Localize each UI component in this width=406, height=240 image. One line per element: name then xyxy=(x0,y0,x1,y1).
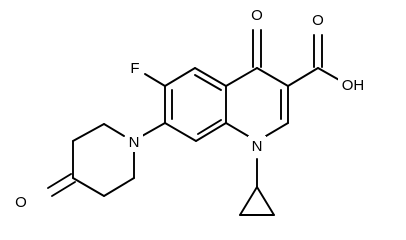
piperidone-oxygen-label: O xyxy=(15,194,27,211)
bond-carbonyl-lower xyxy=(72,177,105,197)
acid-oxygen-label-bg xyxy=(309,10,327,30)
ketone-oxygen-label: O xyxy=(251,7,263,24)
atom-labels: F O O OH N N O xyxy=(12,6,370,212)
bond-n1-c8a xyxy=(225,122,249,137)
bond-cyclopropyl-c xyxy=(256,186,275,216)
acid-hydroxyl-label: OH xyxy=(342,77,365,94)
bond-c5-c6 xyxy=(164,67,196,87)
bond-c8-c8a xyxy=(195,122,227,142)
acid-oxygen-label: O xyxy=(312,12,324,29)
bond-c2-n1 xyxy=(265,122,289,137)
bond-c3-cooh xyxy=(287,67,319,87)
bond-c4a-c5 xyxy=(194,67,227,87)
ketone-oxygen-label-bg xyxy=(248,6,266,26)
bond-layer xyxy=(47,29,342,216)
ring-nitrogen-label: N xyxy=(252,138,263,155)
bond-acid-oh xyxy=(317,67,342,82)
bond-c4a-c5-inner xyxy=(194,74,222,91)
piperidone-oxygen-label-bg xyxy=(12,192,30,212)
fluorine-label-bg xyxy=(126,58,144,78)
bond-pip-co-a xyxy=(47,173,72,189)
fluorine-label: F xyxy=(130,60,139,77)
bond-lower-right xyxy=(103,177,135,197)
bond-c6-f xyxy=(144,73,166,87)
bond-c4a-c4 xyxy=(225,67,258,87)
bond-c7-piperidine-n xyxy=(141,122,166,137)
bond-cyclopropyl-a xyxy=(239,186,258,216)
bond-c8-c8a-inner xyxy=(197,119,222,135)
bond-pip-co-b xyxy=(51,181,76,197)
bond-pipn-upper xyxy=(103,123,125,137)
acid-hydroxyl-label-bg xyxy=(338,76,370,96)
ring-nitrogen-label-bg xyxy=(248,136,266,158)
piperidine-nitrogen-label-bg xyxy=(125,132,143,152)
bond-upper-left xyxy=(72,123,105,142)
bond-c7-c8 xyxy=(164,122,197,142)
bond-c4-c3 xyxy=(256,67,289,87)
piperidine-nitrogen-label: N xyxy=(129,134,140,151)
